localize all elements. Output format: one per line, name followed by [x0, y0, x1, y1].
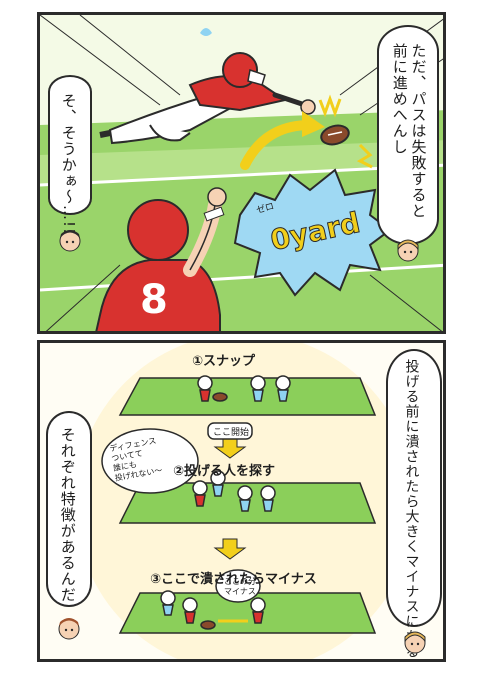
speech-text-right: 投げる前に潰されたら大きくマイナスになる [403, 359, 420, 659]
panel-2-illustration [75, 343, 415, 659]
speech-bubble-right [377, 25, 439, 245]
comic-panel-1: 8 ゼロ 0yard ただ、パスは失敗すると 前に進めへんし そ、そうかぁ〜…!… [37, 12, 446, 334]
defense-thought: ディフェンス ついてて 誰にも 投げれない〜 [108, 436, 163, 483]
step-1-label: ①スナップ [192, 354, 256, 369]
comic-panel-2: ①スナップ ここ開始 ②投げる人を探す ディフェンス ついてて 誰にも 投げれな… [37, 340, 446, 662]
panel-1-illustration [40, 15, 443, 331]
minus-distance-note: ここの分 マイナス [224, 577, 256, 596]
speech-text-left: それぞれ特徴があるんだ [58, 427, 77, 603]
listener-face-icon [59, 230, 81, 252]
listener-face-icon [58, 618, 80, 640]
diving-player [99, 28, 316, 145]
jersey-number: 8 [140, 277, 168, 323]
narrator-face-icon [404, 631, 426, 654]
narrator-face-icon [397, 239, 419, 262]
start-point-note: ここ開始 [213, 428, 250, 438]
speech-text-left: そ、そうかぁ〜…!! [59, 93, 78, 236]
zero-yard-burst [233, 168, 392, 297]
step-2-label: ②投げる人を探す [173, 464, 276, 479]
quarterback-player [95, 187, 227, 331]
speech-text-right: ただ、パスは失敗すると 前に進めへんし [390, 43, 428, 219]
speech-bubble-left [46, 411, 92, 607]
step-3-label: ③ここで潰されたらマイナス [150, 572, 317, 587]
football [318, 94, 373, 169]
speech-bubble-right [386, 349, 442, 627]
speech-bubble-left [48, 75, 92, 215]
